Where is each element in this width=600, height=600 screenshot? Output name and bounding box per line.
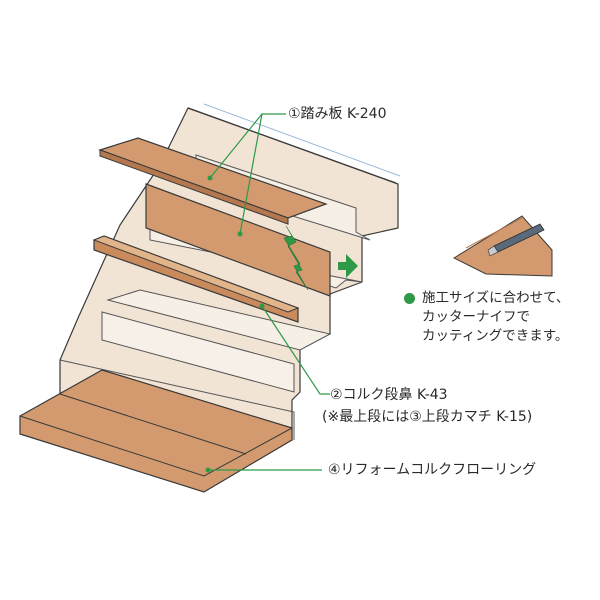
leader-dots: [205, 175, 265, 473]
stair-wall: [59, 107, 399, 441]
flooring-edge: [19, 415, 293, 477]
leader-lines: [208, 113, 330, 471]
green-arrow-right-icon: [338, 254, 358, 278]
note-line-2: カッターナイフで: [422, 309, 530, 325]
tread-board-edge: [99, 149, 289, 225]
cutter-knife-icon: [452, 215, 553, 277]
flooring-board: [19, 369, 293, 493]
label-nosing-note: (※最上段には③上段カマチ K-15): [322, 409, 533, 425]
flooring-seam: [59, 393, 247, 455]
lightning-icon: [283, 225, 309, 291]
label-flooring: ④リフォームコルクフローリング: [328, 462, 537, 478]
note-line-3: カッティングできます。: [422, 328, 569, 344]
green-dot-icon: [404, 293, 415, 304]
riser-board: [145, 183, 331, 297]
label-tread: ①踏み板 K-240: [288, 106, 387, 122]
note-line-1: 施工サイズに合わせて、: [422, 290, 570, 306]
stair-top-edge: [187, 107, 397, 184]
stair-top-inner: [203, 103, 401, 177]
nosing-strip-top: [92, 235, 300, 313]
cutting-note: 施工サイズに合わせて、 カッターナイフで カッティングできます。: [404, 289, 569, 346]
label-nosing: ②コルク段鼻 K-43: [330, 387, 448, 403]
